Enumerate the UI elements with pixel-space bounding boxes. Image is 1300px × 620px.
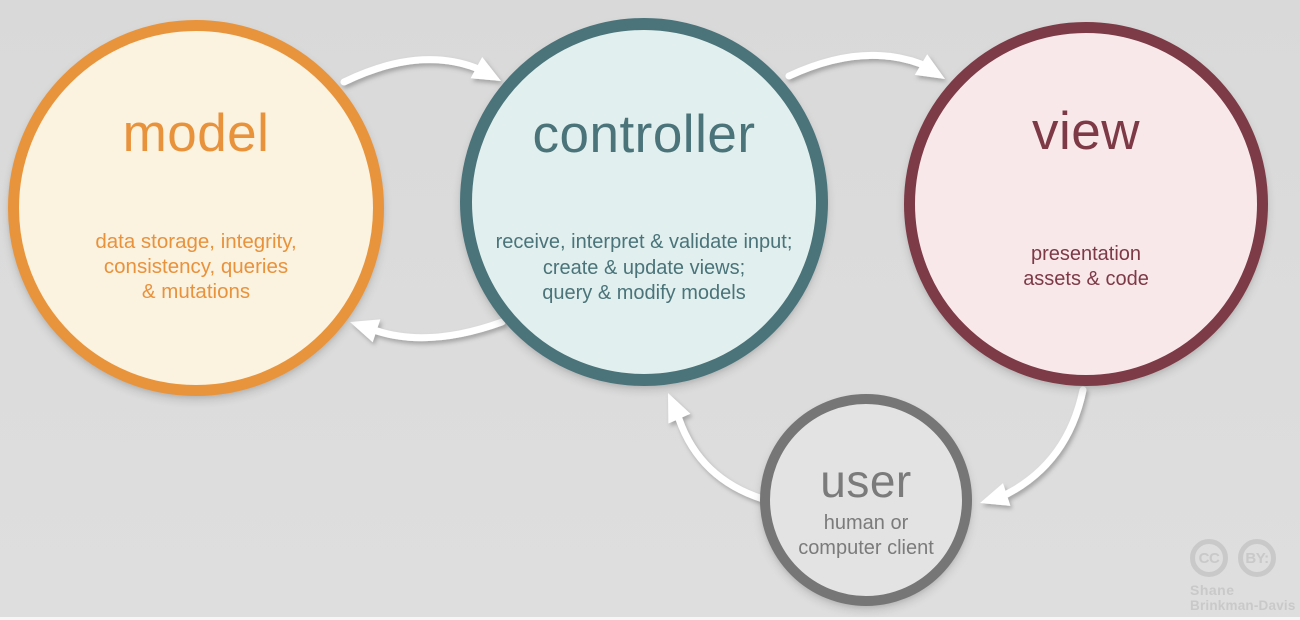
model-title: model xyxy=(122,104,270,163)
by-badge-label: BY: xyxy=(1245,549,1269,567)
user-description: human or computer client xyxy=(798,512,934,559)
arrow-user-to-controller xyxy=(675,415,767,503)
arrow-model-to-controller xyxy=(340,56,480,86)
by-badge-icon: BY: xyxy=(1238,539,1276,577)
arrow-controller-to-model xyxy=(373,318,506,342)
arrow-controller-to-view xyxy=(785,51,925,80)
view-description: presentation assets & code xyxy=(1023,243,1149,290)
author-name-line1: Shane xyxy=(1190,582,1235,598)
arrowhead-model-to-controller xyxy=(470,57,501,81)
arrow-view-to-user xyxy=(1003,386,1087,498)
view-node: view presentation assets & code xyxy=(904,22,1268,386)
arrowhead-user-to-controller xyxy=(668,393,691,424)
arrowhead-controller-to-model xyxy=(350,319,381,343)
arrowhead-controller-to-view xyxy=(914,54,945,79)
user-title: user xyxy=(820,455,912,507)
author-name-line2: Brinkman-Davis xyxy=(1190,598,1296,613)
license-badges: CC BY: xyxy=(1190,539,1296,577)
model-node: model data storage, integrity, consisten… xyxy=(8,20,384,396)
attribution: CC BY: Shane Brinkman-Davis xyxy=(1190,539,1296,613)
bottom-edge-highlight xyxy=(0,617,1300,620)
controller-node: controller receive, interpret & validate… xyxy=(460,18,828,386)
controller-description: receive, interpret & validate input; cre… xyxy=(495,231,793,304)
cc-badge-label: CC xyxy=(1198,549,1220,567)
arrowhead-view-to-user xyxy=(980,483,1011,506)
view-title: view xyxy=(1031,102,1141,161)
user-node: user human or computer client xyxy=(760,394,972,606)
model-description: data storage, integrity, consistency, qu… xyxy=(95,230,297,303)
controller-title: controller xyxy=(532,105,756,164)
cc-badge-icon: CC xyxy=(1190,539,1228,577)
